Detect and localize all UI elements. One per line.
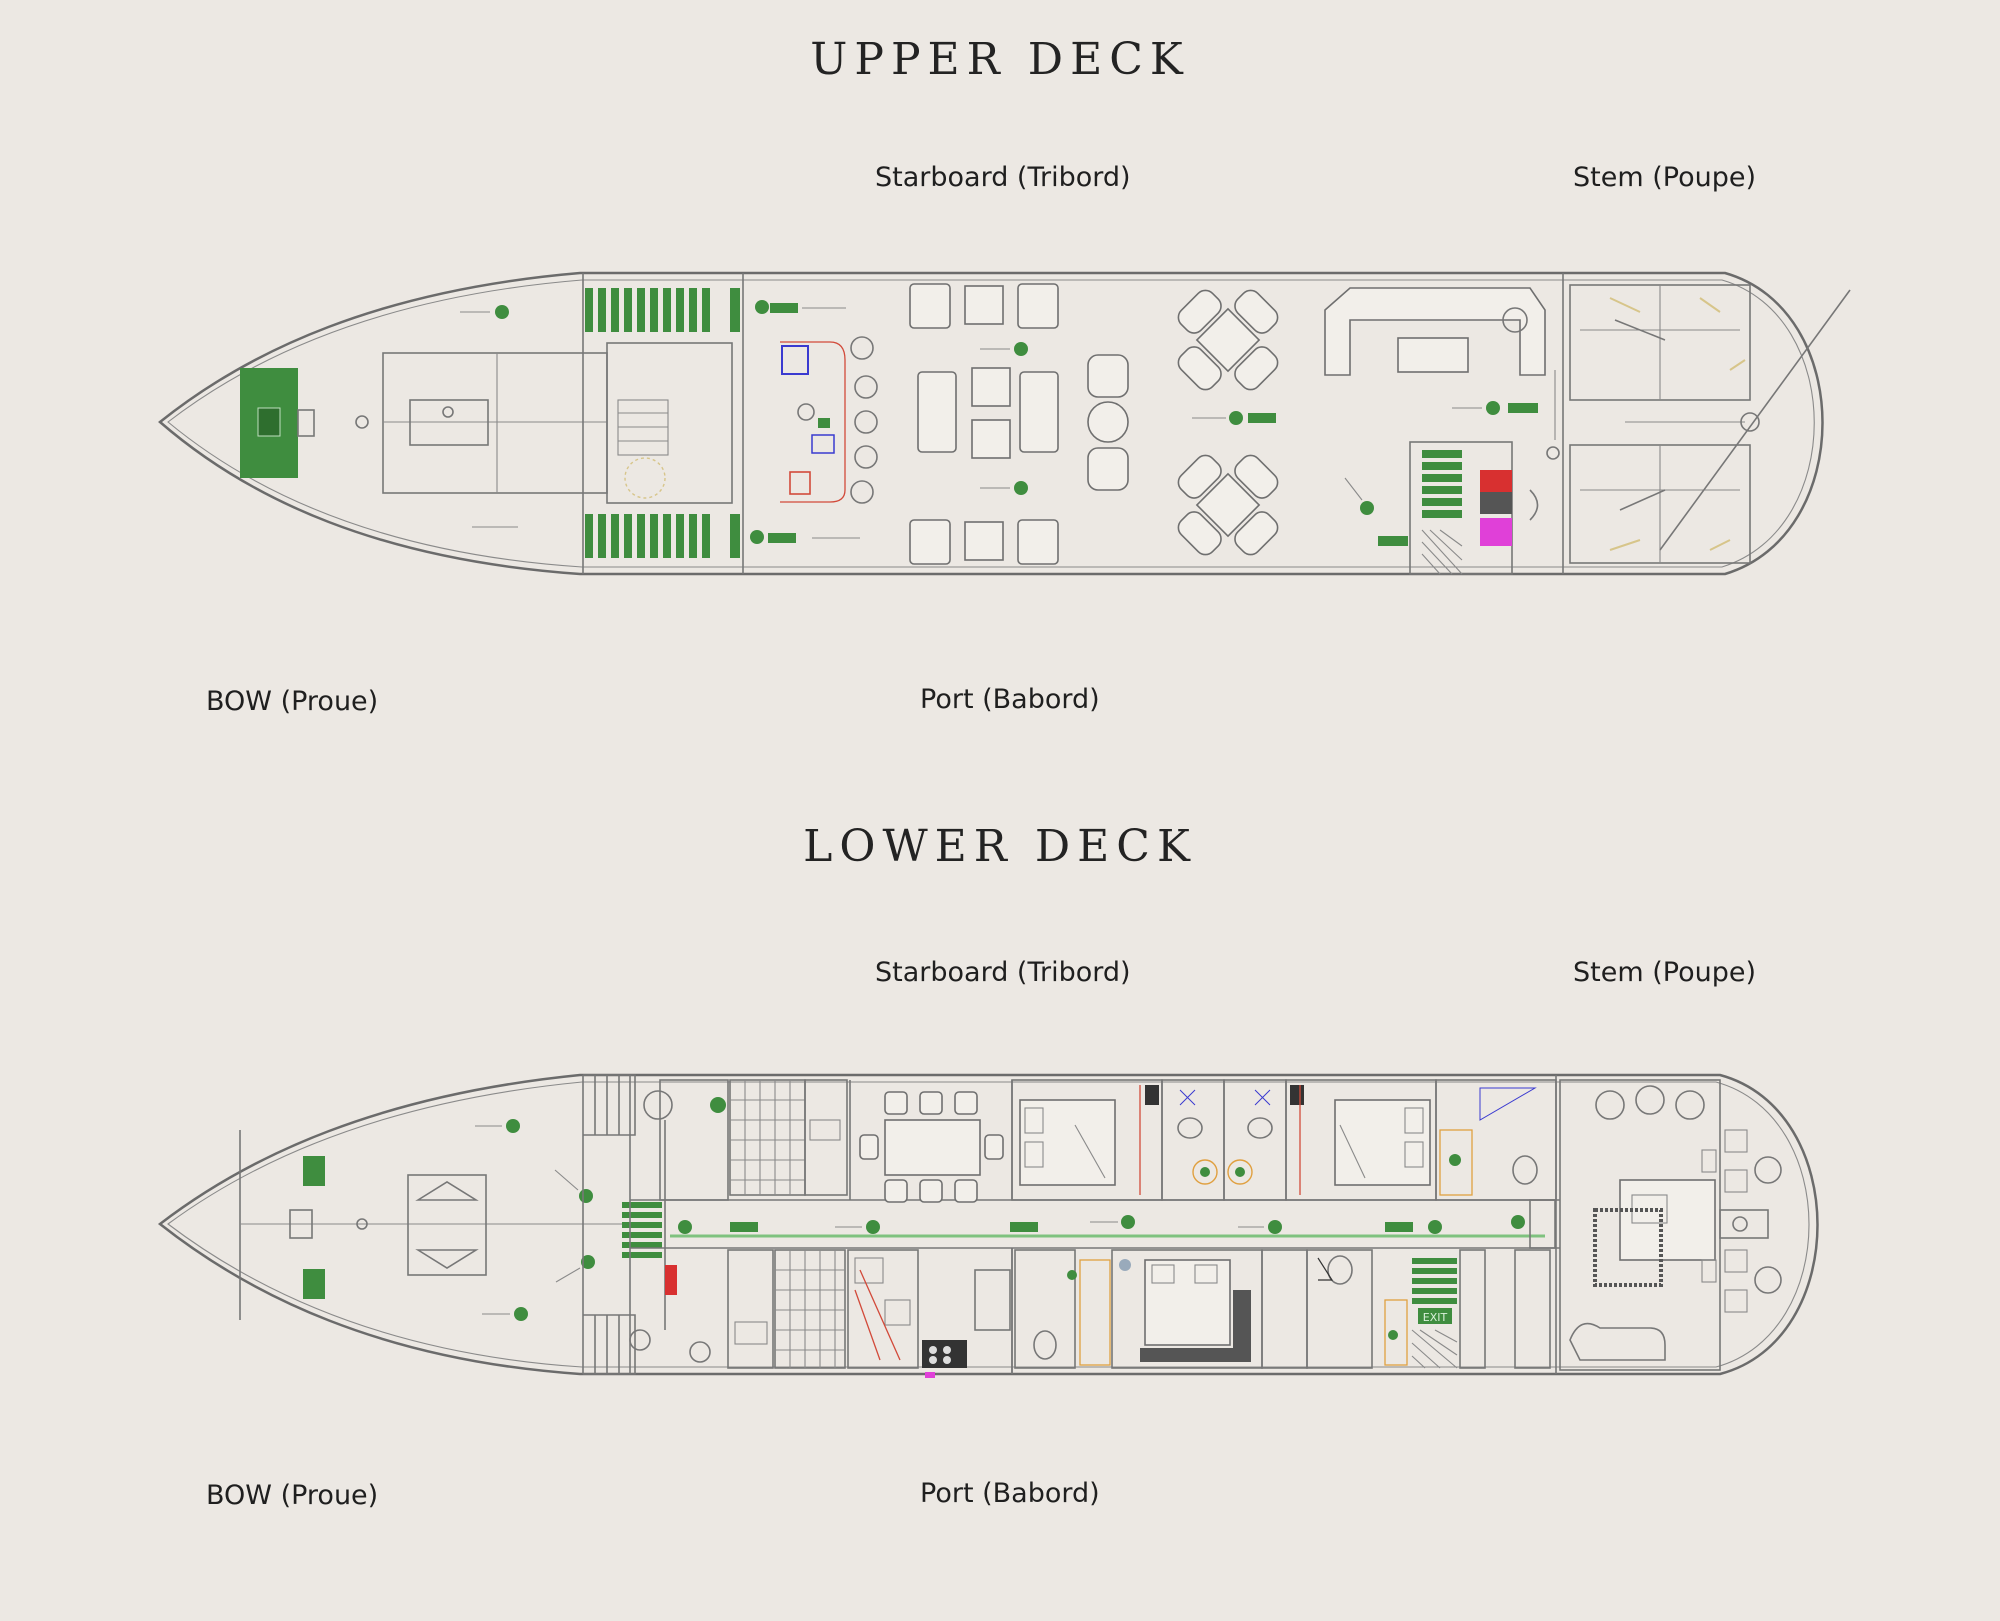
upper-bow-label: BOW (Proue) [206, 686, 379, 717]
lower-starboard-label: Starboard (Tribord) [875, 957, 1131, 988]
upper-stem-label: Stem (Poupe) [1573, 162, 1756, 193]
flagpole [1659, 289, 1851, 551]
lower-forward-stairs [622, 1202, 662, 1258]
lower-aft-stairs: EXIT [1411, 1258, 1458, 1369]
cabin-port-master [1111, 1249, 1263, 1369]
chain-locker [407, 1174, 487, 1276]
shower-grid-port [774, 1249, 846, 1369]
lower-bow-sign-bottom [303, 1269, 325, 1299]
dining-table-port [1177, 454, 1279, 556]
bow-safety-marker [495, 305, 509, 319]
crew-dining-table [859, 1091, 1004, 1203]
panel-gray [1480, 492, 1512, 514]
upper-starboard-label: Starboard (Tribord) [875, 162, 1131, 193]
panel-magenta [1480, 518, 1512, 546]
lower-stem-label: Stem (Poupe) [1573, 957, 1756, 988]
exit-sign [1418, 1308, 1452, 1324]
lower-deck-title: LOWER DECK [803, 821, 1197, 872]
upper-deck-plan [158, 271, 1851, 576]
lower-port-label: Port (Babord) [920, 1478, 1100, 1509]
panel-red [1480, 470, 1512, 492]
port-stairs [585, 514, 740, 558]
lounge-seating [909, 283, 1059, 565]
fire-extinguisher [665, 1265, 677, 1295]
aft-lounge-sofa [1324, 287, 1546, 376]
master-suite [1559, 1079, 1721, 1371]
stern-lockers [1719, 1129, 1782, 1313]
cabin-starboard-1 [1011, 1079, 1163, 1201]
lower-bow-label: BOW (Proue) [206, 1480, 379, 1511]
cabin-starboard-2 [1285, 1079, 1437, 1201]
stern-sunbeds [1569, 284, 1751, 564]
internal-stairs [1421, 450, 1463, 575]
upper-port-label: Port (Babord) [920, 684, 1100, 715]
galley [847, 1249, 1011, 1378]
svg-text:EXIT: EXIT [1423, 1311, 1448, 1324]
lower-deck-plan: EXIT [157, 1073, 1819, 1378]
lower-bow-sign-top [303, 1156, 325, 1186]
dining-table-starboard [1177, 289, 1279, 391]
starboard-stairs [585, 288, 740, 332]
bar-counter [780, 336, 878, 504]
upper-deck-title: UPPER DECK [810, 34, 1190, 85]
